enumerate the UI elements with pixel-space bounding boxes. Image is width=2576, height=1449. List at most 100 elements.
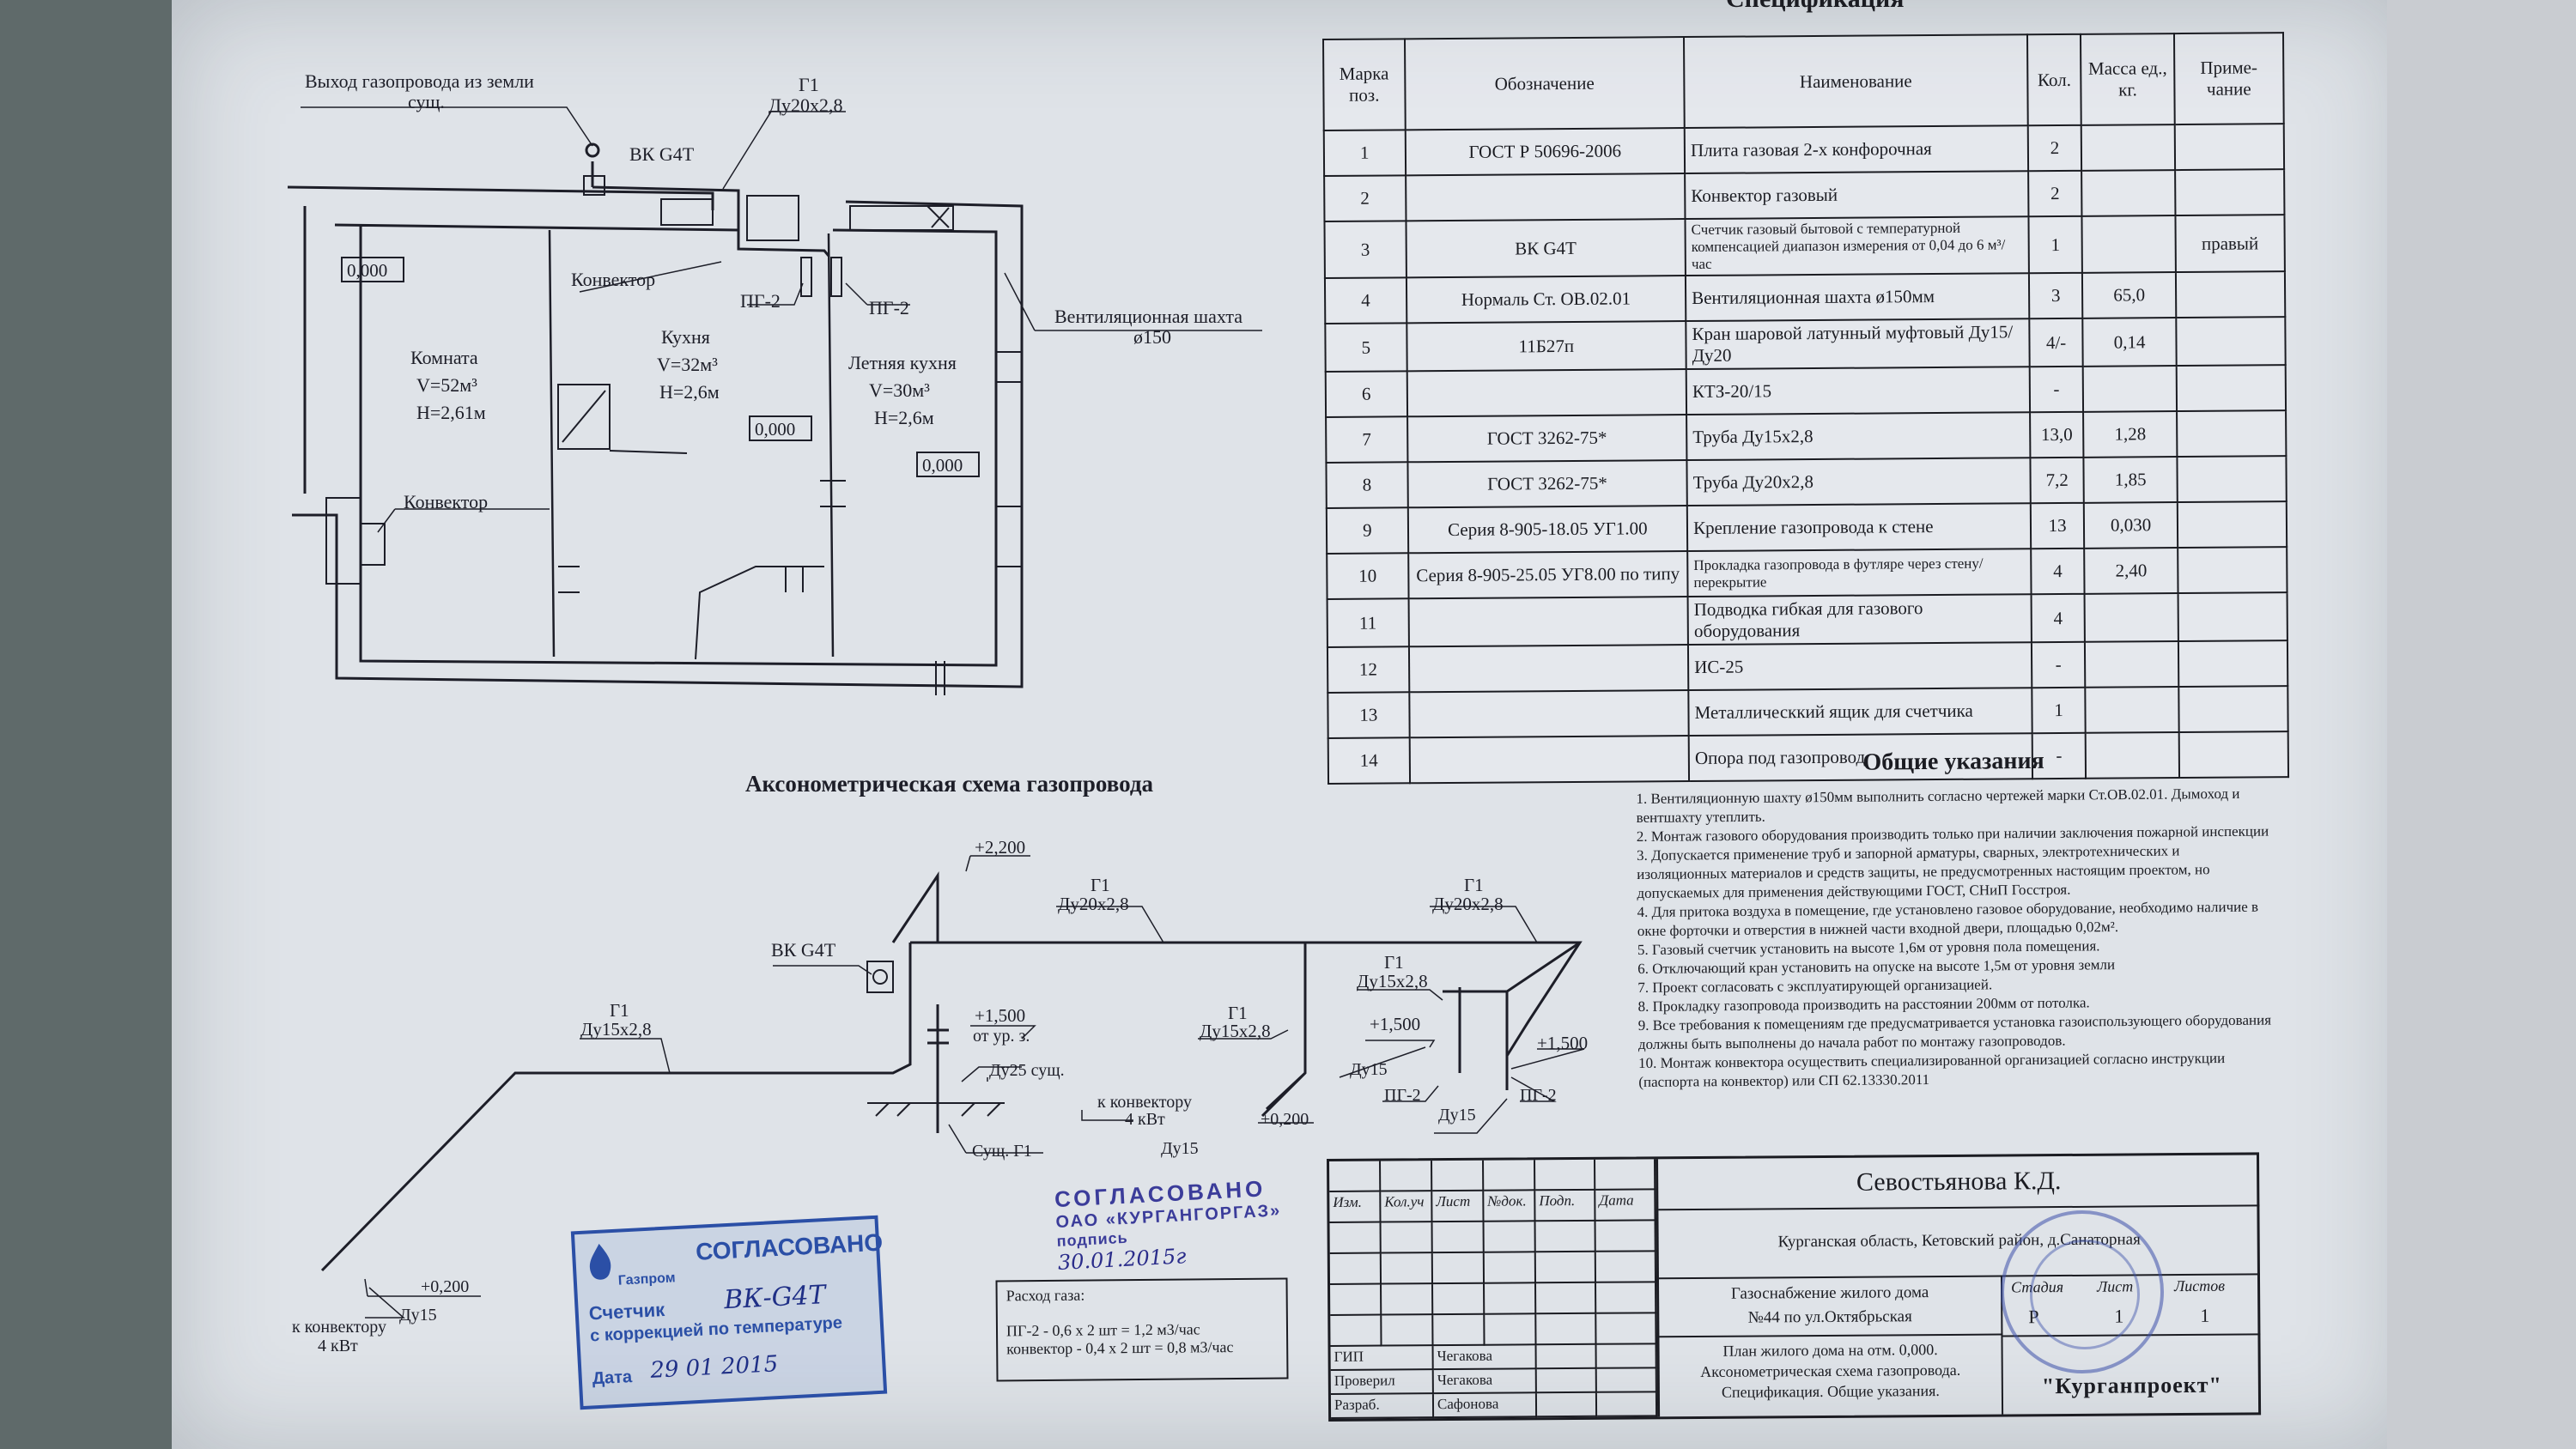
room3-name: Летняя кухня xyxy=(848,352,957,373)
spec-col-qty: Кол. xyxy=(2026,33,2082,126)
spec-cell-qty: 4/- xyxy=(2029,318,2084,367)
note-item: 4. Для притока воздуха в помещение, где … xyxy=(1637,898,2259,939)
meter-label-plan: ВК G4T xyxy=(629,143,695,165)
gas-outlet-label: Выход газопровода из земли xyxy=(305,70,534,92)
spec-cell-qty: 13,0 xyxy=(2029,411,2084,458)
spec-cell-note: правый xyxy=(2175,215,2285,273)
spec-cell-name: Конвектор газовый xyxy=(1685,171,2029,220)
project-line-1: Газоснабжение жилого дома xyxy=(1730,1283,1929,1303)
note-item: 3. Допускается применение труб и запорно… xyxy=(1636,842,2210,901)
spec-cell-note xyxy=(2175,271,2286,318)
address: Курганская область, Кетовский район, д.С… xyxy=(1658,1204,2260,1280)
axon-g1-b: Г1 xyxy=(610,1000,629,1021)
drawing-title-1: План жилого дома на отм. 0,000. xyxy=(1722,1341,1938,1360)
role-person: Чегакова xyxy=(1433,1345,1537,1371)
axon-g1-d: Г1 xyxy=(1464,875,1484,895)
room1-volume: V=52м³ xyxy=(416,374,477,396)
axon-level-1500-b: +1,500 xyxy=(1370,1014,1420,1034)
approval-stamp-gorgaz: СОГЛАСОВАНО ОАО «КУРГАНГОРГАЗ» подпись 3… xyxy=(1054,1174,1290,1281)
next-sheet-edge xyxy=(2387,0,2576,1449)
title-block-cell xyxy=(1484,1222,1536,1253)
spec-col-note: Приме- чание xyxy=(2173,33,2284,125)
title-block-cell xyxy=(1382,1315,1434,1347)
spec-cell-pos: 3 xyxy=(1324,221,1406,278)
title-block-cell: Дата xyxy=(1595,1190,1656,1222)
customer-name: Севостьянова К.Д. xyxy=(1658,1155,2260,1211)
signature-cell xyxy=(1536,1368,1597,1394)
spec-cell-pos: 7 xyxy=(1326,416,1408,463)
spec-cell-qty: 4 xyxy=(2030,548,2085,595)
vent-shaft-label: Вентиляционная шахта xyxy=(1054,306,1242,327)
spec-cell-designation: 11Б27п xyxy=(1406,321,1686,372)
level-label-a: 0,000 xyxy=(347,260,387,281)
spec-cell-note xyxy=(2178,640,2288,688)
title-block-cell xyxy=(1330,1284,1382,1316)
room1-height: H=2,61м xyxy=(416,402,486,423)
spec-cell-mass xyxy=(2081,124,2175,171)
axon-to-convector-a: к конвектору xyxy=(1097,1093,1192,1112)
spec-cell-name: Металлическкий ящик для счетчика xyxy=(1688,688,2032,737)
title-block-cell: Подп. xyxy=(1535,1190,1596,1222)
axon-du15-c: Ду15х2,8 xyxy=(1200,1021,1271,1041)
title-block-cell xyxy=(1432,1222,1485,1254)
spec-cell-pos: 12 xyxy=(1327,646,1409,693)
spec-cell-pos: 13 xyxy=(1327,692,1410,738)
room2-volume: V=32м³ xyxy=(657,354,718,375)
role-label: ГИП xyxy=(1330,1346,1434,1371)
axon-du15-g: Ду15 xyxy=(399,1306,437,1325)
spec-cell-name: Кран шаровой латунный муфтовый Ду15/Ду20 xyxy=(1686,318,2030,370)
spec-cell-designation: ГОСТ 3262-75* xyxy=(1406,415,1687,463)
spec-col-pos: Марка поз. xyxy=(1323,39,1406,130)
title-block-cell xyxy=(1382,1284,1434,1316)
title-block-cell xyxy=(1535,1252,1597,1284)
axon-top-level: +2,200 xyxy=(975,837,1025,858)
spec-cell-name: Подводка гибкая для газового оборудовани… xyxy=(1687,594,2032,646)
room1-name: Комната xyxy=(410,347,478,368)
title-block-cell xyxy=(1535,1221,1596,1253)
note-item: 1. Вентиляционную шахту ø150мм выполнить… xyxy=(1636,785,2240,826)
spec-cell-designation: Серия 8-905-18.05 УГ1.00 xyxy=(1407,506,1688,554)
spec-title: Спецификация xyxy=(1726,0,1905,14)
title-block-cell xyxy=(1484,1252,1537,1284)
date-cell xyxy=(1596,1392,1658,1417)
title-block-cell: Кол.уч xyxy=(1381,1191,1433,1223)
spec-cell-mass xyxy=(2084,593,2178,642)
spec-cell-mass xyxy=(2085,641,2179,688)
convector-label-1: Конвектор xyxy=(571,269,655,290)
spec-cell-mass: 1,85 xyxy=(2083,457,2178,503)
title-block-cell xyxy=(1535,1159,1596,1191)
level-label-c: 0,000 xyxy=(922,455,963,476)
spec-cell-designation xyxy=(1408,690,1689,738)
axon-du15-a: Ду15х2,8 xyxy=(580,1019,652,1040)
title-block-cell: Изм. xyxy=(1329,1191,1382,1223)
spec-cell-qty: 13 xyxy=(2030,502,2085,549)
title-block-cell xyxy=(1596,1282,1657,1314)
axon-pg2-a: ПГ-2 xyxy=(1384,1086,1421,1105)
title-block-cell xyxy=(1329,1161,1382,1192)
title-block-right: Севостьянова К.Д. Курганская область, Ке… xyxy=(1656,1155,2262,1417)
gazprom-logo-text: Газпром xyxy=(617,1270,677,1288)
room2-name: Кухня xyxy=(661,326,710,348)
room3-height: H=2,6м xyxy=(874,407,934,428)
axon-g1-c: Г1 xyxy=(1228,1003,1248,1023)
convector-label-2: Конвектор xyxy=(404,491,488,512)
drawing-title-3: Спецификация. Общие указания. xyxy=(1721,1382,1940,1401)
spec-cell-note xyxy=(2177,501,2287,549)
spec-cell-designation: ГОСТ 3262-75* xyxy=(1407,460,1687,508)
spec-cell-name: Плита газовая 2-х конфорочная xyxy=(1684,125,2028,174)
title-block-cell xyxy=(1329,1253,1382,1285)
spec-cell-designation xyxy=(1408,645,1689,693)
spec-cell-mass: 0,14 xyxy=(2082,318,2177,367)
specification-table: Марка поз. Обозначение Наименование Кол.… xyxy=(1322,32,2290,785)
title-block-cell xyxy=(1484,1160,1536,1191)
general-notes: Общие указания 1. Вентиляционную шахту ø… xyxy=(1636,748,2274,1092)
